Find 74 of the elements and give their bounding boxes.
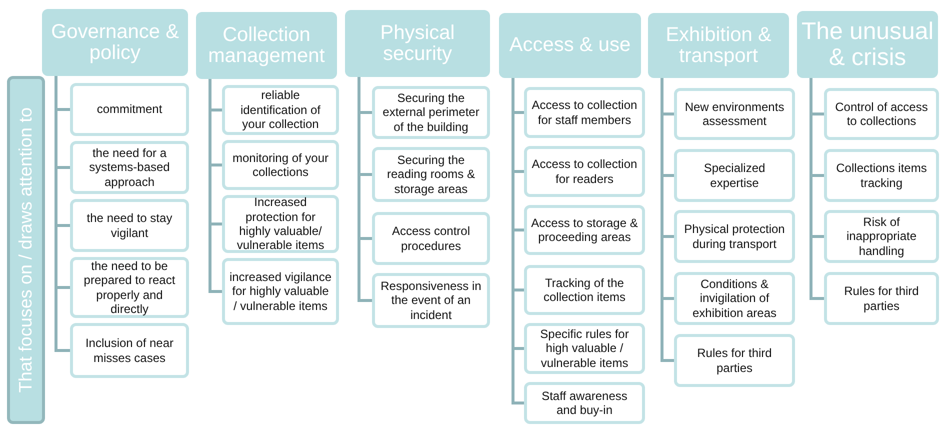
header-title: Exhibition & transport: [664, 24, 772, 66]
topic-text: Tracking of the collection items: [542, 276, 627, 304]
topic-box: [674, 149, 795, 202]
topic-text: Access control procedures: [390, 224, 472, 253]
topic-text: reliable identification of your collection: [239, 88, 322, 132]
connector-line: [512, 78, 524, 404]
header-title: The unusual & crisis: [801, 19, 934, 70]
side-bar: [7, 76, 45, 424]
topic-text: the need to be prepared to react properly and directly: [82, 258, 176, 316]
topic-box: [824, 272, 939, 325]
side-label: That focuses on / draws attention to: [17, 107, 35, 393]
topic-text: Inclusion of near misses cases: [84, 336, 175, 365]
topic-text: commitment: [96, 102, 162, 117]
topic-box: [824, 149, 939, 202]
header-title: Collection management: [207, 24, 326, 66]
topic-text: the need for a systems-based approach: [88, 146, 171, 190]
connector-line: [54, 76, 70, 352]
topic-text: New environments assessment: [684, 100, 786, 128]
topic-box: [524, 205, 645, 255]
topic-text: Rules for third parties: [696, 346, 773, 375]
topic-text: the need to stay vigilant: [86, 211, 174, 240]
topic-box: [222, 195, 339, 253]
topic-text: Securing the external perimeter of the building: [382, 90, 480, 134]
header-title: Access & use: [509, 35, 631, 56]
topic-text: Conditions & invigilation of exhibition areas: [691, 276, 778, 320]
category-header: [648, 13, 789, 78]
topic-text: Physical protection during transport: [683, 222, 786, 251]
topic-box: [70, 257, 189, 318]
topic-box: [372, 86, 490, 139]
topic-box: [70, 323, 189, 378]
topic-box: [674, 210, 795, 263]
topic-text: increased vigilance for highly valuable / vulnerable items: [229, 270, 332, 314]
header-title: Governance & policy: [50, 22, 180, 64]
category-header: [42, 9, 188, 76]
topic-box: [372, 273, 490, 328]
topic-box: [222, 85, 339, 135]
topic-box: [524, 146, 645, 197]
category-header: [499, 13, 641, 78]
category-header: [345, 10, 490, 77]
topic-box: [70, 141, 189, 194]
topic-box: [524, 382, 645, 424]
topic-box: [674, 334, 795, 387]
topic-text: Access to collection for readers: [531, 157, 638, 186]
topic-box: [524, 265, 645, 315]
topic-text: Increased protection for highly valuable/ vulnerable items: [236, 195, 326, 253]
topic-box: [674, 272, 795, 325]
topic-text: Staff awareness and buy-in: [540, 388, 628, 418]
topic-text: Access to storage & proceeding areas: [531, 216, 638, 244]
topic-box: [824, 210, 939, 263]
topic-box: [372, 147, 490, 202]
topic-box: [70, 199, 189, 252]
topic-box: [824, 88, 939, 140]
topic-text: Access to collection for staff members: [531, 98, 638, 127]
topic-box: [70, 83, 189, 136]
topic-text: Responsiveness in the event of an incident: [380, 278, 482, 322]
connector-line: [660, 78, 674, 362]
connector-line: [358, 77, 372, 302]
category-header: [196, 12, 337, 79]
topic-text: Risk of inappropriate handling: [845, 214, 918, 258]
topic-box: [222, 140, 339, 190]
topic-text: Collections items tracking: [835, 161, 928, 190]
topic-box: [674, 88, 795, 140]
topic-text: Rules for third parties: [843, 284, 920, 313]
topic-box: [524, 87, 645, 138]
topic-text: Control of access to collections: [834, 100, 929, 128]
topic-text: Securing the reading rooms & storage areas: [386, 152, 476, 196]
topic-box: [222, 258, 339, 325]
topic-box: [372, 212, 490, 265]
topic-box: [524, 323, 645, 374]
topic-text: monitoring of your collections: [231, 150, 330, 180]
topic-text: Specific rules for high valuable / vulnerable items: [539, 326, 630, 370]
category-header: [797, 11, 938, 78]
header-title: Physical security: [379, 22, 456, 64]
topic-text: Specialized expertise: [702, 161, 766, 190]
